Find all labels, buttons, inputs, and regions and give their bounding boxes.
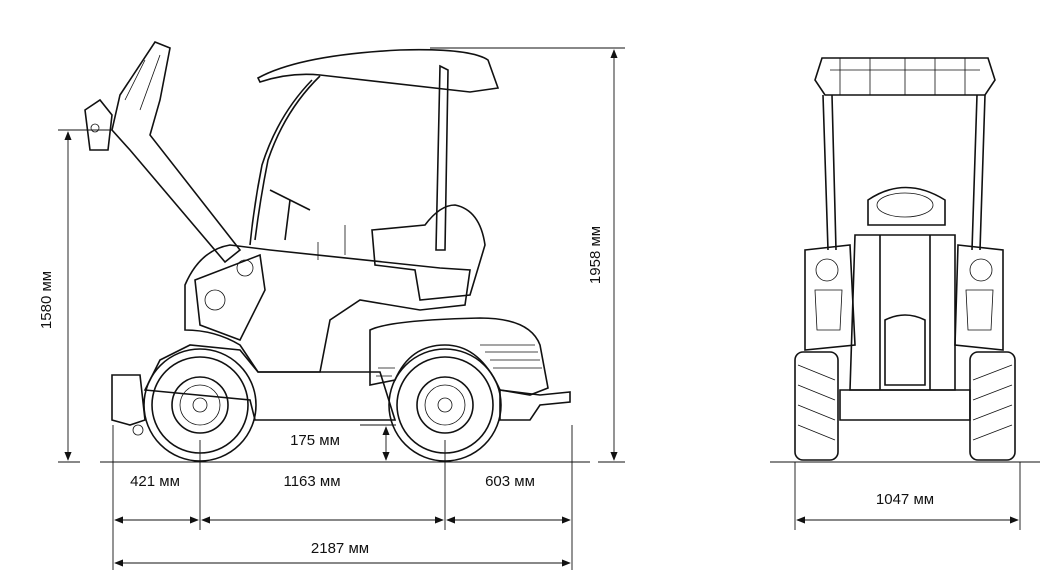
dim-1580: 1580 мм	[38, 271, 55, 329]
dim-1163: 1163 мм	[283, 473, 340, 490]
dim-175: 175 мм	[290, 432, 340, 449]
dim-2187: 2187 мм	[311, 540, 369, 557]
front-view-loader	[794, 57, 1016, 461]
front-dimensions	[770, 461, 1040, 530]
dim-1047: 1047 мм	[876, 491, 934, 508]
dim-603: 603 мм	[485, 473, 535, 490]
dim-421: 421 мм	[130, 473, 180, 490]
dim-1958: 1958 мм	[587, 226, 604, 284]
side-dimensions	[58, 47, 625, 570]
side-view-loader	[84, 41, 571, 462]
